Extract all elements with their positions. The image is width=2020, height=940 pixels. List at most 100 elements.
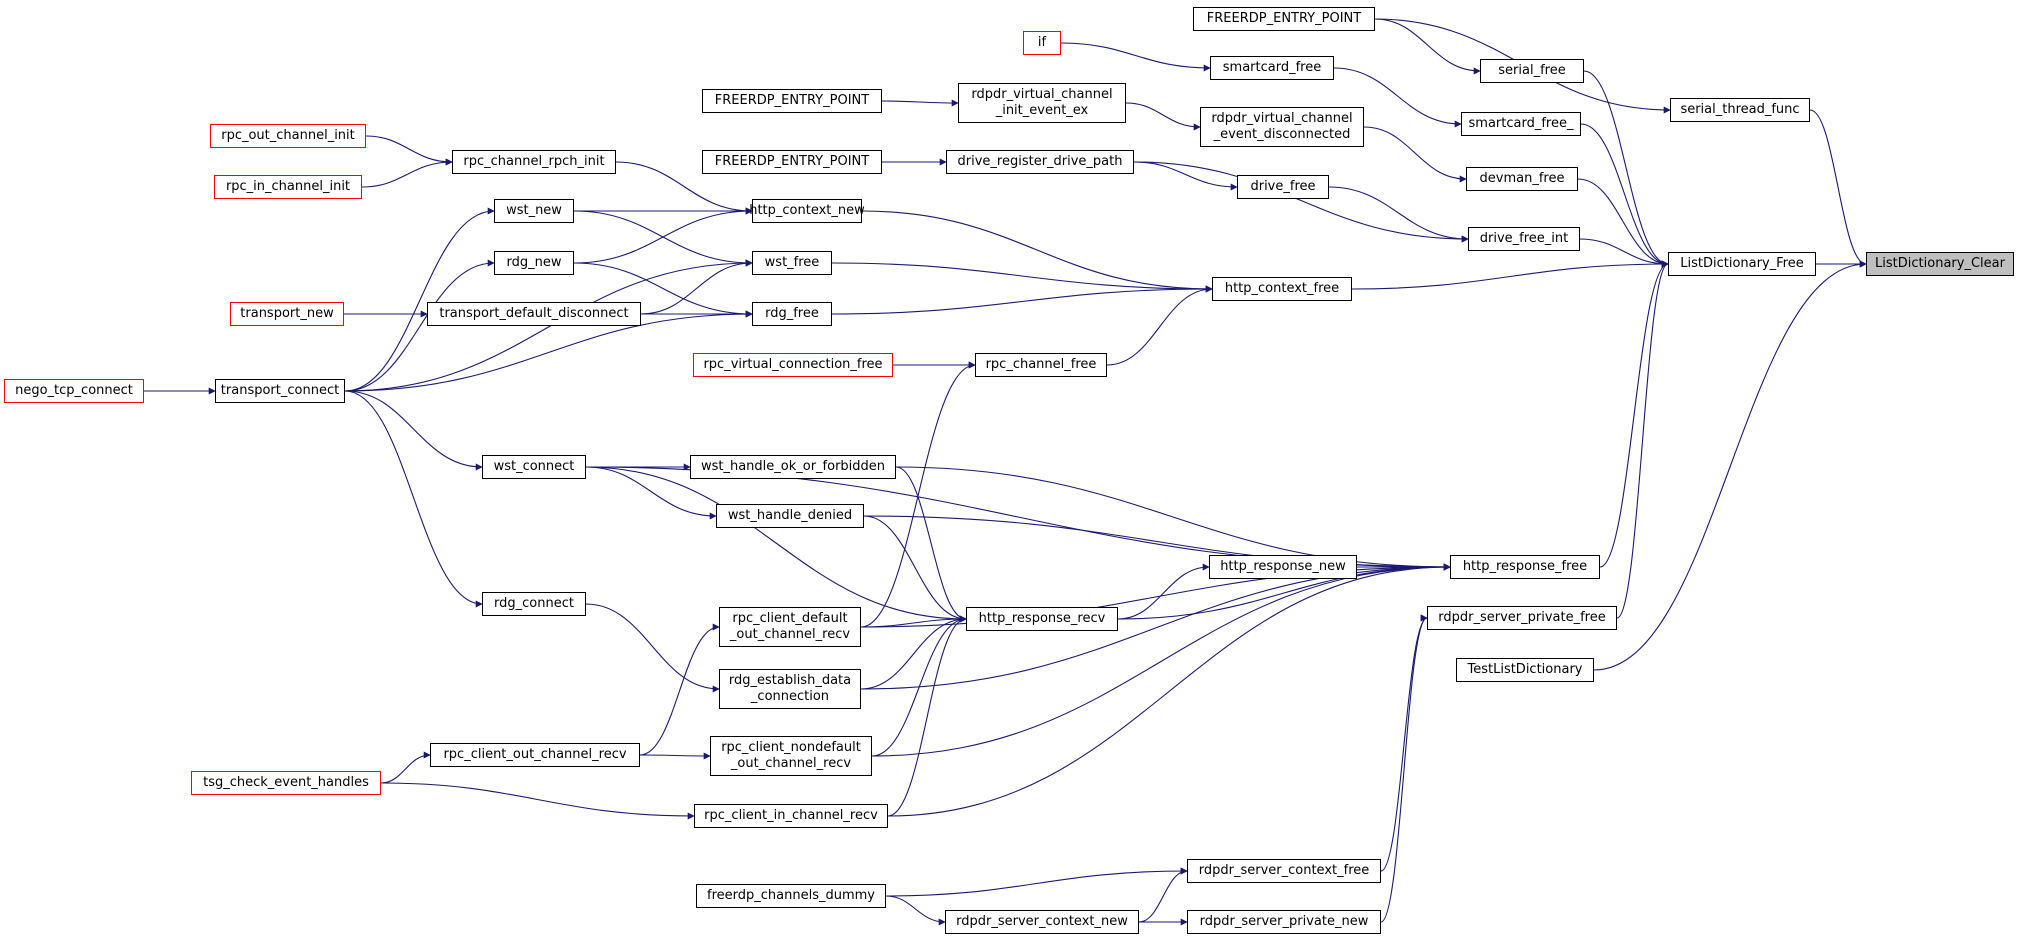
graph-node-rdg-new[interactable]: rdg_new bbox=[494, 251, 574, 275]
graph-node-wst-handle-ok-or-forbidden[interactable]: wst_handle_ok_or_forbidden bbox=[690, 455, 896, 479]
call-edge bbox=[1363, 126, 1467, 183]
graph-node-rpc-in-channel-init[interactable]: rpc_in_channel_init bbox=[214, 175, 362, 199]
call-edge bbox=[1599, 260, 1669, 568]
graph-node-freerdp-entry-point[interactable]: FREERDP_ENTRY_POINT bbox=[702, 89, 882, 113]
call-edge bbox=[1106, 285, 1213, 366]
graph-node-rdg-establish-data-connection[interactable]: rdg_establish_data _connection bbox=[719, 669, 861, 709]
graph-node-rpc-client-out-channel-recv[interactable]: rpc_client_out_channel_recv bbox=[430, 743, 640, 767]
call-edge bbox=[1125, 102, 1201, 131]
call-edge bbox=[1333, 67, 1462, 128]
call-edge bbox=[885, 895, 946, 926]
graph-node-wst-free[interactable]: wst_free bbox=[752, 251, 832, 275]
graph-node-wst-connect[interactable]: wst_connect bbox=[482, 455, 586, 479]
call-edge bbox=[1133, 161, 1469, 243]
graph-node-rdg-connect[interactable]: rdg_connect bbox=[482, 592, 586, 616]
graph-node-if[interactable]: if bbox=[1023, 31, 1061, 55]
call-edge bbox=[1577, 178, 1669, 268]
call-edge bbox=[831, 285, 1213, 315]
call-edge bbox=[887, 563, 1451, 817]
graph-node-drive-free[interactable]: drive_free bbox=[1237, 175, 1329, 199]
call-edge bbox=[573, 262, 753, 318]
graph-node-http-context-free[interactable]: http_context_free bbox=[1212, 277, 1352, 301]
graph-node-wst-handle-denied[interactable]: wst_handle_denied bbox=[716, 504, 864, 528]
graph-node-drive-register-drive-path[interactable]: drive_register_drive_path bbox=[946, 150, 1134, 174]
call-edge bbox=[881, 99, 959, 107]
call-edge bbox=[380, 782, 695, 820]
call-edge bbox=[861, 210, 1213, 293]
call-edge bbox=[1138, 867, 1188, 923]
call-edge bbox=[344, 259, 753, 392]
graph-node-smartcard-free-[interactable]: smartcard_free_ bbox=[1461, 112, 1581, 136]
call-edge bbox=[1060, 42, 1211, 72]
graph-node-nego-tcp-connect[interactable]: nego_tcp_connect bbox=[4, 379, 144, 403]
call-edge bbox=[380, 751, 431, 784]
graph-node-rpc-client-in-channel-recv[interactable]: rpc_client_in_channel_recv bbox=[694, 804, 888, 828]
graph-node-rdpdr-virtual-channel-event-disconnected[interactable]: rdpdr_virtual_channel _event_disconnecte… bbox=[1200, 107, 1364, 147]
call-edge bbox=[344, 259, 495, 392]
call-edge bbox=[344, 390, 483, 608]
graph-node-rdpdr-server-private-free[interactable]: rdpdr_server_private_free bbox=[1427, 606, 1617, 630]
call-edge bbox=[585, 466, 717, 520]
call-edge bbox=[1328, 186, 1469, 243]
call-edge bbox=[860, 361, 976, 628]
graph-node-devman-free[interactable]: devman_free bbox=[1466, 167, 1578, 191]
graph-node-rdpdr-virtual-channel-init-event-ex[interactable]: rdpdr_virtual_channel _init_event_ex bbox=[958, 83, 1126, 123]
graph-node-http-context-new[interactable]: http_context_new bbox=[749, 199, 865, 223]
graph-node-freerdp-channels-dummy[interactable]: freerdp_channels_dummy bbox=[696, 884, 886, 908]
call-edge bbox=[1374, 18, 1481, 75]
graph-node-testlistdictionary[interactable]: TestListDictionary bbox=[1456, 658, 1594, 682]
call-edge bbox=[1580, 123, 1669, 268]
graph-node-tsg-check-event-handles[interactable]: tsg_check_event_handles bbox=[191, 771, 381, 795]
call-edge bbox=[361, 158, 453, 188]
graph-node-transport-default-disconnect[interactable]: transport_default_disconnect bbox=[427, 302, 641, 326]
call-edge bbox=[885, 867, 1188, 897]
call-edge bbox=[1583, 70, 1669, 268]
call-edge bbox=[1380, 614, 1428, 872]
graph-node-rdg-free[interactable]: rdg_free bbox=[752, 302, 832, 326]
call-edge bbox=[895, 466, 967, 623]
graph-node-smartcard-free[interactable]: smartcard_free bbox=[1210, 56, 1334, 80]
graph-node-rpc-client-nondefault-out-channel-recv[interactable]: rpc_client_nondefault _out_channel_recv bbox=[710, 736, 872, 776]
graph-node-rdpdr-server-context-free[interactable]: rdpdr_server_context_free bbox=[1187, 859, 1381, 883]
graph-node-rpc-client-default-out-channel-recv[interactable]: rpc_client_default _out_channel_recv bbox=[719, 607, 861, 647]
call-edge bbox=[887, 615, 967, 817]
graph-node-serial-free[interactable]: serial_free bbox=[1480, 59, 1584, 83]
graph-node-serial-thread-func[interactable]: serial_thread_func bbox=[1670, 98, 1810, 122]
graph-node-drive-free-int[interactable]: drive_free_int bbox=[1468, 227, 1580, 251]
call-edge bbox=[1593, 260, 1867, 671]
graph-node-http-response-new[interactable]: http_response_new bbox=[1209, 555, 1357, 579]
graph-node-rpc-channel-rpch-init[interactable]: rpc_channel_rpch_init bbox=[452, 150, 616, 174]
graph-node-http-response-free[interactable]: http_response_free bbox=[1450, 555, 1600, 579]
call-edge bbox=[344, 310, 753, 392]
graph-node-listdictionary-free[interactable]: ListDictionary_Free bbox=[1668, 252, 1816, 276]
graph-node-rdpdr-server-context-new[interactable]: rdpdr_server_context_new bbox=[945, 910, 1139, 934]
call-edge bbox=[831, 262, 1213, 293]
graph-node-http-response-recv[interactable]: http_response_recv bbox=[966, 607, 1118, 631]
call-edge bbox=[615, 161, 753, 215]
call-edge bbox=[585, 603, 720, 693]
graph-node-freerdp-entry-point[interactable]: FREERDP_ENTRY_POINT bbox=[702, 150, 882, 174]
graph-node-rpc-virtual-connection-free[interactable]: rpc_virtual_connection_free bbox=[693, 353, 893, 377]
call-edge bbox=[639, 623, 720, 756]
call-edge bbox=[1117, 563, 1210, 620]
call-edge bbox=[365, 135, 453, 166]
graph-node-rpc-out-channel-init[interactable]: rpc_out_channel_init bbox=[210, 124, 366, 148]
graph-node-transport-new[interactable]: transport_new bbox=[230, 302, 344, 326]
graph-node-wst-new[interactable]: wst_new bbox=[494, 199, 574, 223]
call-edge bbox=[1616, 260, 1669, 619]
graph-node-freerdp-entry-point[interactable]: FREERDP_ENTRY_POINT bbox=[1193, 7, 1375, 31]
graph-node-rpc-channel-free[interactable]: rpc_channel_free bbox=[975, 353, 1107, 377]
call-edge bbox=[640, 259, 753, 315]
call-edge bbox=[585, 466, 967, 623]
call-edge bbox=[1133, 161, 1238, 191]
call-edge bbox=[1380, 614, 1428, 923]
graph-node-listdictionary-clear: ListDictionary_Clear bbox=[1866, 252, 2014, 276]
call-edge bbox=[573, 210, 753, 267]
graph-node-rdpdr-server-private-new[interactable]: rdpdr_server_private_new bbox=[1187, 910, 1381, 934]
call-edge bbox=[1351, 260, 1669, 290]
graph-node-transport-connect[interactable]: transport_connect bbox=[215, 379, 345, 403]
call-edge bbox=[639, 752, 711, 760]
call-edge bbox=[344, 207, 495, 392]
call-edge bbox=[1579, 238, 1669, 268]
